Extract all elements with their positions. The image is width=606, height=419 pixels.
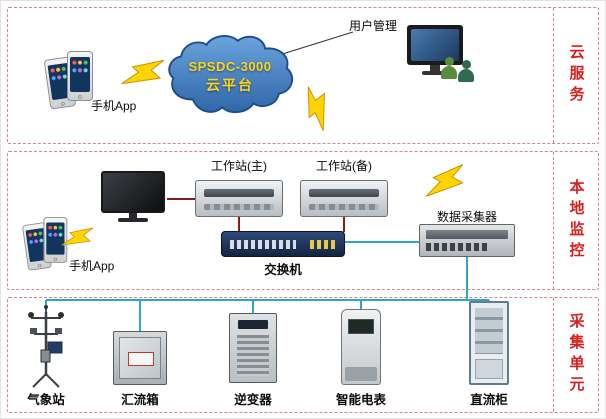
mobile-app-label-top: 手机App — [91, 99, 137, 113]
monitor-screen — [101, 171, 165, 213]
workstation-main-label: 工作站(主) — [211, 159, 267, 173]
mobile-app-phones-icon — [43, 51, 97, 113]
inverter-icon — [229, 313, 277, 383]
workstation-backup-label: 工作站(备) — [316, 159, 372, 173]
cloud-name-line1: SPSDC-3000 — [188, 59, 272, 74]
mobile-app-label-middle: 手机App — [69, 259, 115, 273]
section-label-column-local: 本地监控 — [553, 152, 598, 289]
monitor-base — [118, 218, 148, 222]
smart-meter-label: 智能电表 — [335, 393, 386, 407]
monitor-base — [422, 71, 450, 75]
combiner-box-icon — [113, 331, 167, 385]
lightning-icon — [121, 59, 165, 85]
lightning-icon — [307, 86, 325, 132]
desktop-monitor-icon — [407, 25, 463, 65]
section-label-column-collect: 采集单元 — [553, 298, 598, 412]
section-local-monitoring: 本地监控 — [7, 151, 599, 290]
smart-meter-icon — [341, 309, 381, 385]
network-switch-icon — [221, 231, 345, 257]
local-monitor-icon — [101, 171, 169, 225]
phone-icon — [67, 51, 93, 101]
section-cloud-service: 云服务 — [7, 7, 599, 144]
user-management-label: 用户管理 — [349, 19, 398, 33]
weather-station-icon — [28, 305, 64, 388]
switch-label: 交换机 — [264, 263, 302, 277]
cloud-name-line2: 云平台 — [206, 77, 254, 93]
monitor-stand — [430, 65, 440, 71]
section-label-collect: 采集单元 — [567, 313, 585, 397]
cloud-platform-icon: SPSDC-3000 云平台 — [161, 33, 299, 121]
inverter-label: 逆变器 — [234, 393, 272, 407]
section-label-local: 本地监控 — [567, 178, 585, 263]
lightning-icon — [425, 164, 464, 197]
data-collector-label: 数据采集器 — [436, 210, 497, 224]
user-person-icon — [458, 60, 474, 82]
lightning-icon — [61, 227, 94, 246]
cloud-platform-name: SPSDC-3000 云平台 — [161, 33, 299, 121]
data-collector-icon — [419, 224, 515, 257]
user-management-icon — [403, 25, 481, 85]
section-label-column-cloud: 云服务 — [553, 8, 598, 143]
dc-cabinet-label: 直流柜 — [470, 393, 508, 407]
dc-cabinet-icon — [469, 301, 509, 385]
monitor-neck — [129, 213, 137, 218]
section-collection-units: 采集单元 — [7, 297, 599, 413]
weather-station-label: 气象站 — [27, 393, 65, 407]
workstation-main-icon — [195, 180, 283, 217]
combiner-box-label: 汇流箱 — [121, 393, 159, 407]
mobile-app-phones-icon — [21, 217, 71, 274]
section-label-cloud: 云服务 — [567, 44, 585, 107]
phone-icon — [43, 217, 68, 263]
user-person-icon — [441, 57, 457, 79]
workstation-backup-icon — [300, 180, 388, 217]
cloud-shape — [168, 35, 294, 114]
